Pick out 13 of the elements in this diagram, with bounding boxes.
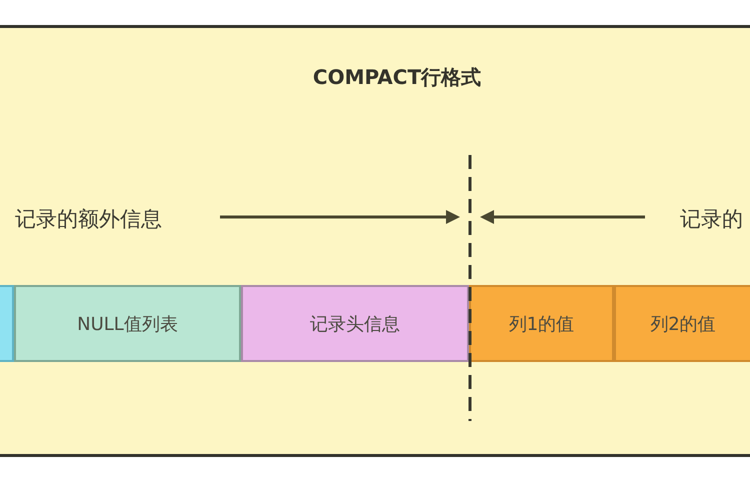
record-segment — [0, 285, 14, 362]
record-segment — [241, 285, 469, 362]
section-label: 记录的 — [680, 206, 743, 233]
segment-label: 列2的值 — [650, 312, 716, 336]
segment-label: NULL值列表 — [77, 312, 178, 336]
segment-label: 记录头信息 — [310, 312, 400, 336]
record-segment — [469, 285, 614, 362]
section-label: 记录的额外信息 — [15, 206, 162, 233]
diagram-panel — [0, 25, 750, 457]
segment-label: 列1的值 — [508, 312, 574, 336]
record-segment — [614, 285, 750, 362]
panel-title: COMPACT行格式 — [312, 64, 482, 91]
record-segment — [14, 285, 241, 362]
